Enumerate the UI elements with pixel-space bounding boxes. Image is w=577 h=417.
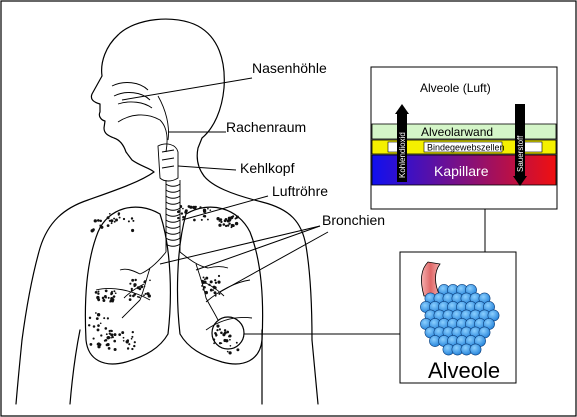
alveole-highlight-circle — [211, 316, 245, 350]
alveole-label: Alveole — [428, 358, 500, 383]
inset-membrane-panel: Alveole (Luft) Alveolarwand Bindegewebsz… — [370, 66, 558, 210]
inset-kohlendioxid-label: Kohlendioxid — [398, 132, 407, 178]
label-rachenraum: Rachenraum — [226, 119, 306, 135]
label-nasenhoehle: Nasenhöhle — [252, 60, 327, 76]
label-kehlkopf: Kehlkopf — [240, 160, 295, 176]
o2-arrow: Sauerstoff — [513, 104, 527, 186]
co2-arrow: Kohlendioxid — [395, 104, 409, 182]
label-pointers — [121, 77, 329, 293]
inset-bindegewebszellen-label: Bindegewebszellen — [427, 143, 505, 153]
body-outline — [15, 18, 319, 405]
inset-kapillare-label: Kapillare — [434, 163, 489, 179]
alveole-panel: Alveole — [399, 251, 517, 384]
bindegewebszellen-box — [423, 141, 503, 153]
bronchiole-tube — [420, 261, 441, 297]
inset-title: Alveole (Luft) — [420, 81, 491, 95]
alveole-cluster — [420, 284, 500, 356]
inset-sauerstoff-label: Sauerstoff — [516, 135, 525, 172]
inset-alveolarwand-label: Alveolarwand — [421, 125, 493, 139]
trachea — [165, 180, 181, 252]
lung-tissue-dots — [87, 205, 240, 355]
label-bronchien: Bronchien — [322, 212, 385, 228]
label-luftroehre: Luftröhre — [272, 183, 328, 199]
alveolarwand-layer — [371, 123, 557, 140]
